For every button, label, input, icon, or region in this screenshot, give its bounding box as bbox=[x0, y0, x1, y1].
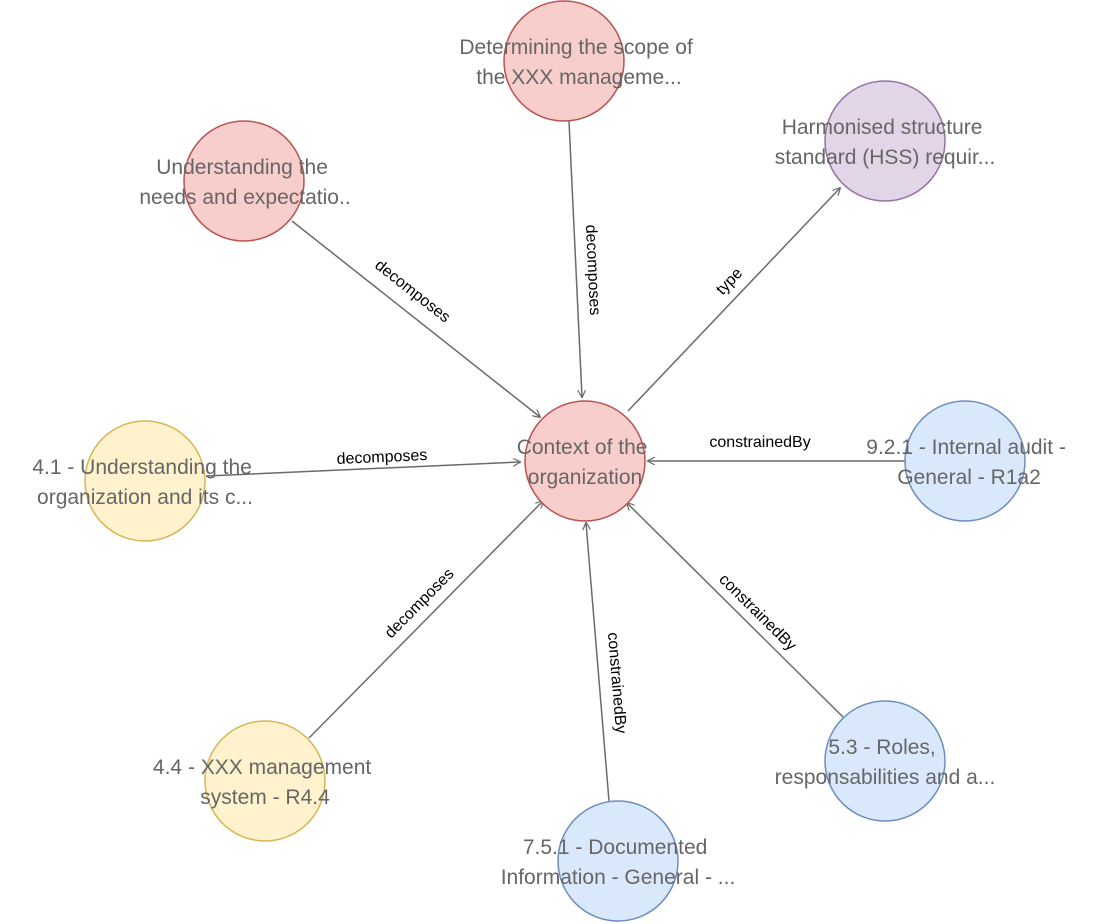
node-hss[interactable] bbox=[824, 80, 946, 202]
node-center-line-2: organization bbox=[528, 466, 642, 489]
node-scope-line-1: Determining the scope of bbox=[459, 36, 693, 59]
edge-label-docinfo-center: constrainedBy bbox=[604, 632, 629, 734]
node-needs[interactable] bbox=[183, 120, 305, 242]
edge-label-scope-center: decomposes bbox=[582, 224, 603, 315]
node-audit-label: 9.2.1 - Internal audit - General - R1a2 bbox=[866, 436, 1071, 489]
node-org41[interactable] bbox=[84, 420, 206, 542]
edge-label-mgmt44-center: decomposes bbox=[382, 565, 458, 641]
node-docinfo-line-2: Information - General - ... bbox=[501, 866, 736, 889]
node-mgmt44-label: 4.4 - XXX management system - R4.4 bbox=[153, 756, 377, 809]
node-scope[interactable] bbox=[503, 0, 625, 122]
node-hss-label: Harmonised structure standard (HSS) requ… bbox=[775, 116, 996, 169]
edge-label-audit-center: constrainedBy bbox=[709, 434, 810, 451]
node-center-line-1: Context of the bbox=[517, 436, 648, 459]
node-roles-line-1: 5.3 - Roles, bbox=[828, 736, 935, 759]
edge-roles-center[interactable] bbox=[627, 503, 844, 718]
edge-label-org41-center: decomposes bbox=[336, 447, 427, 468]
edge-needs-center[interactable] bbox=[291, 220, 540, 417]
node-docinfo-label: 7.5.1 - Documented Information - General… bbox=[501, 836, 736, 889]
edge-docinfo-center[interactable] bbox=[586, 523, 610, 802]
node-hss-line-1: Harmonised structure bbox=[782, 116, 983, 139]
node-docinfo-line-1: 7.5.1 - Documented bbox=[523, 836, 707, 859]
node-org41-line-1: 4.1 - Understanding the bbox=[32, 456, 251, 479]
node-hss-line-2: standard (HSS) requir... bbox=[775, 146, 996, 169]
node-org41-line-2: organization and its c... bbox=[37, 486, 253, 509]
node-circles bbox=[84, 0, 1026, 922]
node-roles-line-2: responsabilities and a... bbox=[775, 766, 996, 789]
node-mgmt44-line-1: 4.4 - XXX management bbox=[153, 756, 371, 779]
edge-center-hss[interactable] bbox=[627, 188, 840, 412]
node-needs-line-2: needs and expectatio.. bbox=[139, 186, 350, 209]
node-mgmt44[interactable] bbox=[204, 720, 326, 842]
node-roles-label: 5.3 - Roles, responsabilities and a... bbox=[775, 736, 996, 789]
node-mgmt44-line-2: system - R4.4 bbox=[200, 786, 330, 809]
node-center-label: Context of the organization bbox=[517, 436, 654, 489]
node-center[interactable] bbox=[524, 400, 646, 522]
node-scope-line-2: the XXX manageme... bbox=[476, 66, 681, 89]
node-roles[interactable] bbox=[824, 700, 946, 822]
edges bbox=[205, 120, 906, 802]
node-needs-line-1: Understanding the bbox=[156, 156, 328, 179]
edge-label-roles-center: constrainedBy bbox=[715, 571, 799, 654]
node-org41-label: 4.1 - Understanding the organization and… bbox=[32, 456, 257, 509]
edge-scope-center[interactable] bbox=[568, 120, 582, 397]
node-audit[interactable] bbox=[904, 400, 1026, 522]
node-labels: Determining the scope of the XXX managem… bbox=[32, 36, 1071, 889]
edge-org41-center[interactable] bbox=[205, 462, 520, 477]
node-scope-label: Determining the scope of the XXX managem… bbox=[459, 36, 698, 89]
edge-mgmt44-center[interactable] bbox=[308, 501, 543, 739]
node-needs-label: Understanding the needs and expectatio.. bbox=[139, 156, 350, 209]
node-docinfo[interactable] bbox=[557, 800, 679, 922]
node-audit-line-2: General - R1a2 bbox=[897, 466, 1041, 489]
node-audit-line-1: 9.2.1 - Internal audit - bbox=[866, 436, 1066, 459]
